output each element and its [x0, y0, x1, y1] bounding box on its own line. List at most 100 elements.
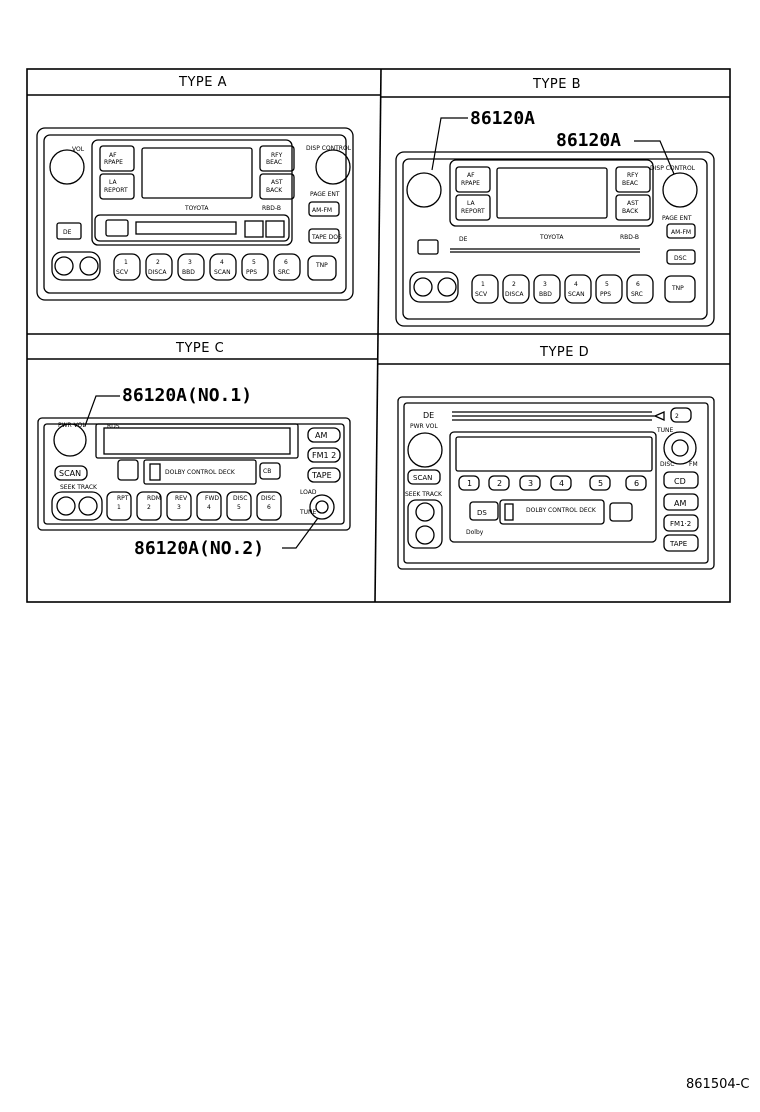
- svg-text:Dolby: Dolby: [466, 529, 484, 536]
- svg-text:RBD-B: RBD-B: [262, 205, 281, 212]
- svg-text:PPS: PPS: [246, 269, 257, 276]
- svg-text:5: 5: [237, 504, 241, 511]
- svg-text:2: 2: [156, 259, 160, 266]
- svg-text:SCAN: SCAN: [413, 474, 432, 482]
- svg-text:AM-FM: AM-FM: [671, 229, 691, 236]
- svg-text:2: 2: [497, 479, 502, 488]
- svg-text:RDM: RDM: [147, 495, 161, 502]
- svg-text:4: 4: [574, 281, 578, 288]
- svg-text:TAPE DOS: TAPE DOS: [311, 234, 342, 241]
- svg-text:FM1 2: FM1 2: [312, 451, 336, 460]
- part-label-86120a-no1: 86120A(NO.1): [122, 385, 253, 406]
- panel-type-d-title: TYPE D: [540, 345, 590, 360]
- radio-type-c-text: AM FM1 2 TAPE SCAN PWR VOL RDS DOLBY CON…: [58, 422, 336, 516]
- svg-text:DISP CONTROL: DISP CONTROL: [306, 145, 352, 152]
- part-label-86120a-right: 86120A: [556, 130, 622, 151]
- svg-text:5: 5: [598, 479, 603, 488]
- svg-text:SRC: SRC: [631, 291, 643, 298]
- svg-text:FWD: FWD: [205, 495, 219, 502]
- svg-text:2: 2: [675, 413, 679, 420]
- svg-text:LOAD: LOAD: [300, 489, 317, 496]
- panel-type-a-title: TYPE A: [179, 75, 227, 90]
- svg-text:1: 1: [481, 281, 485, 288]
- svg-text:DISC: DISC: [233, 495, 247, 502]
- svg-text:PAGE ENT: PAGE ENT: [310, 191, 340, 198]
- svg-text:TOYOTA: TOYOTA: [539, 234, 564, 241]
- svg-text:REV: REV: [175, 495, 188, 502]
- svg-text:AST: AST: [627, 200, 639, 207]
- part-label-86120a-left: 86120A: [470, 108, 536, 129]
- svg-text:DOLBY CONTROL DECK: DOLBY CONTROL DECK: [165, 469, 236, 476]
- svg-text:RPT: RPT: [117, 495, 129, 502]
- svg-text:RPAPE: RPAPE: [104, 159, 123, 166]
- svg-text:TOYOTA: TOYOTA: [184, 205, 209, 212]
- svg-text:BEAC: BEAC: [266, 159, 282, 166]
- power-volume-knob-icon: [53, 423, 87, 457]
- svg-text:PWR VOL: PWR VOL: [58, 422, 86, 429]
- svg-text:4: 4: [207, 504, 211, 511]
- svg-text:DISC: DISC: [261, 495, 275, 502]
- svg-text:DE: DE: [63, 229, 72, 236]
- svg-text:4: 4: [220, 259, 224, 266]
- svg-text:TNP: TNP: [315, 262, 328, 269]
- svg-text:RPAPE: RPAPE: [461, 180, 480, 187]
- svg-text:REPORT: REPORT: [461, 208, 485, 215]
- svg-text:2: 2: [512, 281, 516, 288]
- svg-text:PWR VOL: PWR VOL: [410, 423, 438, 430]
- svg-text:CB: CB: [263, 468, 271, 475]
- svg-text:PPS: PPS: [600, 291, 611, 298]
- svg-text:SRC: SRC: [278, 269, 290, 276]
- svg-text:5: 5: [252, 259, 256, 266]
- svg-text:SCAN: SCAN: [214, 269, 231, 276]
- svg-text:DISCA: DISCA: [148, 269, 167, 276]
- svg-text:1: 1: [124, 259, 128, 266]
- svg-text:FM1·2: FM1·2: [670, 520, 691, 528]
- radio-type-b: [395, 151, 715, 327]
- svg-text:1: 1: [117, 504, 121, 511]
- svg-text:6: 6: [267, 504, 271, 511]
- svg-text:RBD-B: RBD-B: [620, 234, 639, 241]
- svg-text:DE: DE: [459, 236, 468, 243]
- svg-text:6: 6: [636, 281, 640, 288]
- svg-text:SCAN: SCAN: [59, 469, 81, 478]
- svg-text:BBD: BBD: [539, 291, 552, 298]
- type-c-leader-lines: [84, 395, 319, 549]
- diagram-code: 861504-C: [686, 1077, 750, 1092]
- svg-text:AM: AM: [315, 431, 327, 440]
- svg-text:3: 3: [188, 259, 192, 266]
- svg-text:BEAC: BEAC: [622, 180, 638, 187]
- svg-text:DE: DE: [423, 411, 434, 420]
- svg-text:3: 3: [528, 479, 533, 488]
- svg-text:SEEK TRACK: SEEK TRACK: [405, 491, 443, 498]
- radio-type-c: [37, 417, 351, 531]
- svg-text:DISC: DISC: [660, 461, 674, 468]
- svg-text:DSC: DSC: [674, 255, 687, 262]
- svg-text:6: 6: [634, 479, 639, 488]
- panel-type-b-title: TYPE B: [533, 77, 581, 92]
- svg-text:DISP CONTROL: DISP CONTROL: [650, 165, 696, 172]
- svg-text:AF: AF: [467, 172, 475, 179]
- svg-text:AM-FM: AM-FM: [312, 207, 332, 214]
- svg-text:SCAN: SCAN: [568, 291, 585, 298]
- panel-type-c-title: TYPE C: [176, 341, 225, 356]
- svg-text:LA: LA: [467, 200, 475, 207]
- svg-text:AM: AM: [674, 499, 686, 508]
- svg-text:RDS: RDS: [107, 423, 120, 430]
- svg-text:SCV: SCV: [116, 269, 129, 276]
- svg-text:RFY: RFY: [627, 172, 639, 179]
- svg-text:3: 3: [177, 504, 181, 511]
- part-label-86120a-no2: 86120A(NO.2): [134, 538, 265, 559]
- svg-text:VOL: VOL: [72, 146, 85, 153]
- svg-text:4: 4: [559, 479, 564, 488]
- radio-type-d: [397, 396, 715, 570]
- svg-text:5: 5: [605, 281, 609, 288]
- svg-text:DOLBY CONTROL DECK: DOLBY CONTROL DECK: [526, 507, 597, 514]
- panel-grid: [26, 68, 731, 603]
- svg-text:6: 6: [284, 259, 288, 266]
- svg-text:BBD: BBD: [182, 269, 195, 276]
- svg-text:CD: CD: [674, 477, 686, 486]
- svg-text:DISCA: DISCA: [505, 291, 524, 298]
